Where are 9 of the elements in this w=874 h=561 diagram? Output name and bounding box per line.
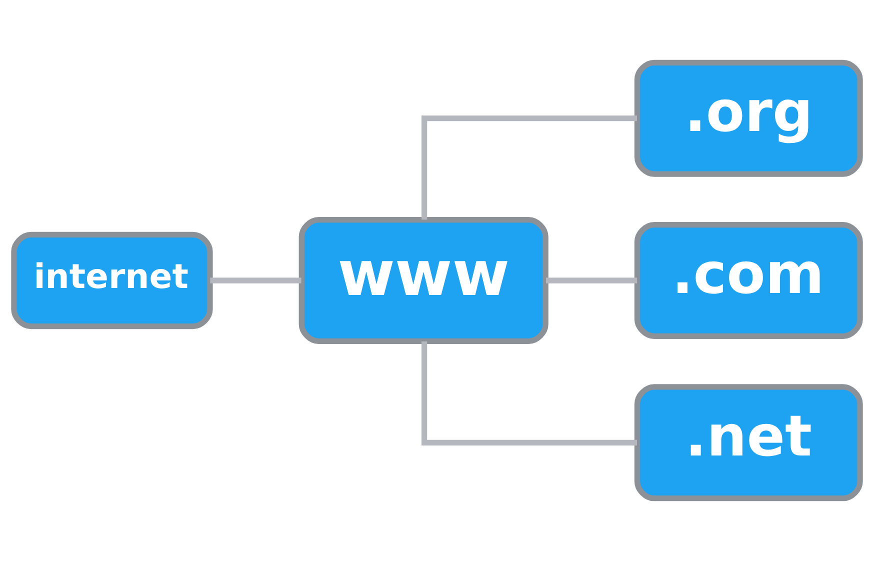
connector bbox=[210, 278, 302, 284]
connector bbox=[546, 278, 638, 284]
node-box: internet bbox=[11, 232, 213, 330]
node-box: .com bbox=[634, 222, 863, 340]
connector bbox=[422, 341, 638, 446]
node-box: .org bbox=[634, 60, 863, 177]
node-box: www bbox=[298, 217, 548, 344]
connector bbox=[422, 116, 638, 220]
node-box: .net bbox=[634, 384, 863, 502]
